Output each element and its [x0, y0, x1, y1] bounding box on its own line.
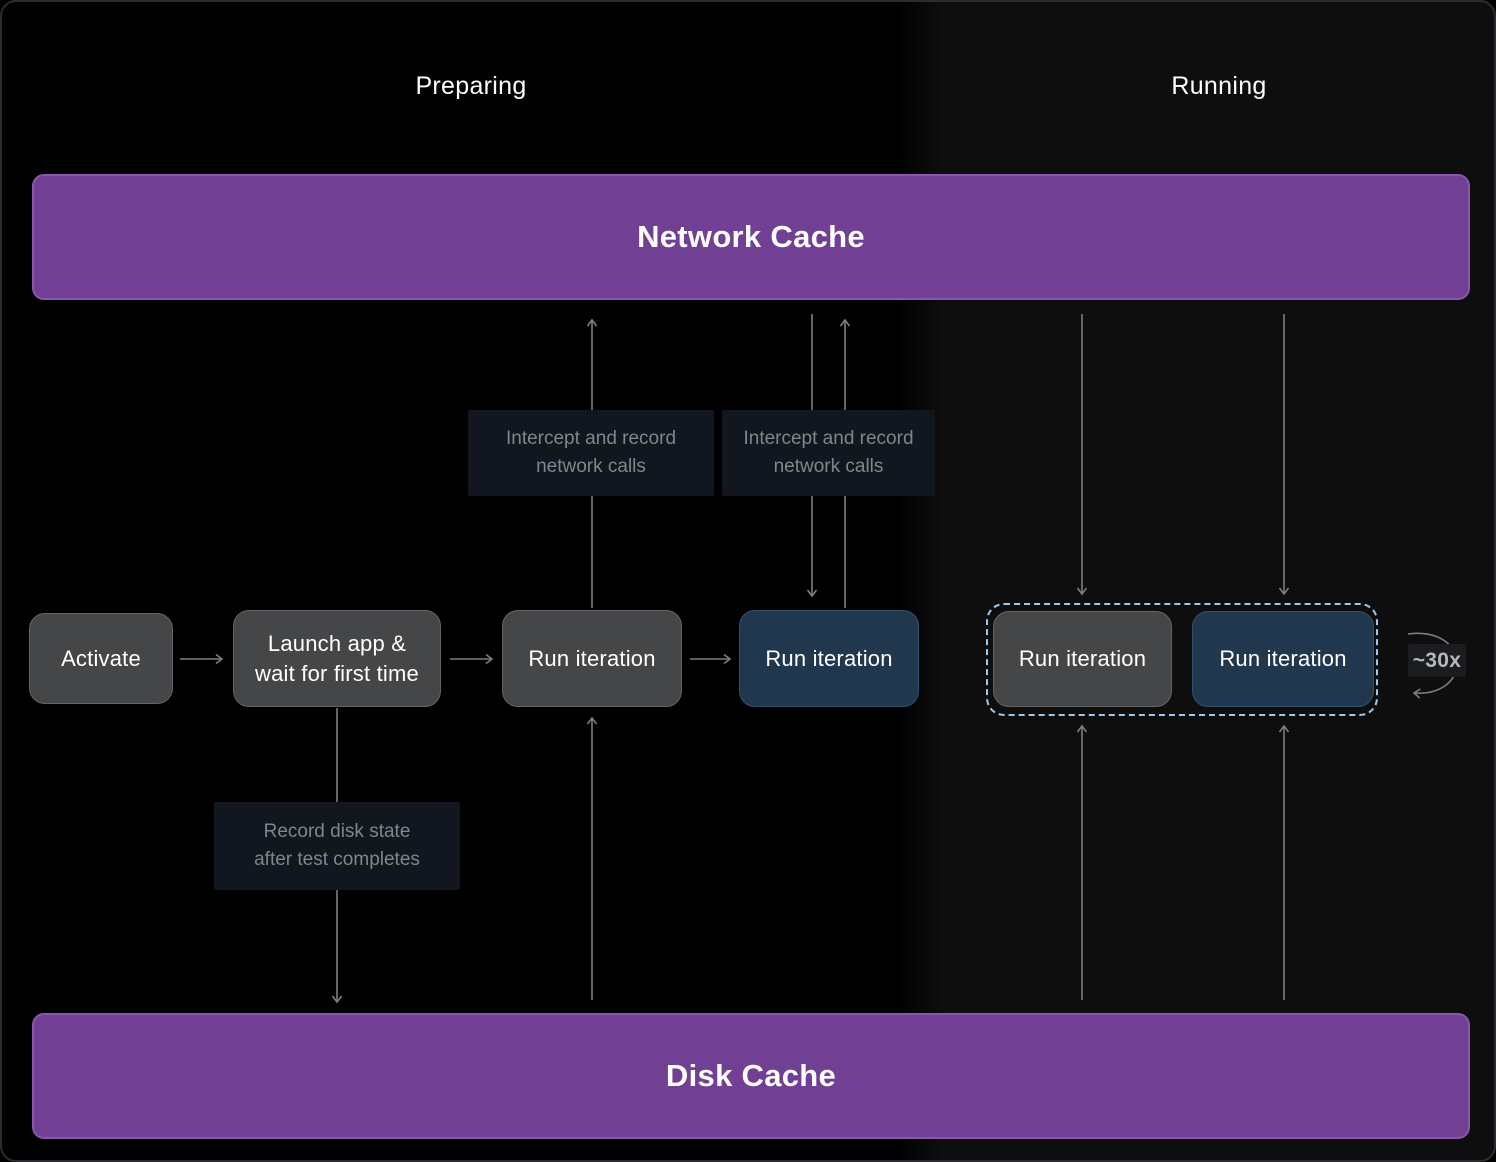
node-launch-app-label: Launch app & wait for first time: [255, 630, 419, 686]
annotation-text: Record disk state after test completes: [254, 820, 420, 871]
node-run-iteration-replay: Run iteration: [739, 610, 919, 707]
annotation-text: Intercept and record network calls: [743, 427, 914, 478]
repeat-count-badge: ~30x: [1408, 644, 1466, 677]
node-run-iteration-label: Run iteration: [1219, 646, 1347, 672]
annotation-record-disk-state: Record disk state after test completes: [214, 802, 460, 890]
node-run-iteration-label: Run iteration: [765, 645, 893, 671]
annotation-intercept-network-1: Intercept and record network calls: [468, 410, 714, 496]
node-activate-label: Activate: [61, 645, 141, 671]
network-cache-label: Network Cache: [637, 219, 865, 254]
section-label-preparing: Preparing: [415, 72, 527, 100]
disk-cache-bar: Disk Cache: [32, 1013, 1470, 1139]
repeat-count-label: ~30x: [1412, 648, 1462, 672]
network-cache-bar: Network Cache: [32, 174, 1470, 300]
node-run-iteration-loop-gray: Run iteration: [993, 611, 1172, 707]
node-run-iteration-loop-blue: Run iteration: [1192, 611, 1374, 707]
annotation-intercept-network-2: Intercept and record network calls: [722, 410, 935, 496]
node-activate: Activate: [29, 613, 173, 704]
node-run-iteration-record: Run iteration: [502, 610, 682, 707]
node-launch-app: Launch app & wait for first time: [233, 610, 441, 707]
node-run-iteration-label: Run iteration: [528, 645, 656, 671]
disk-cache-label: Disk Cache: [665, 1058, 837, 1093]
repeat-loop-group: [986, 603, 1378, 716]
section-label-running: Running: [1171, 72, 1267, 100]
node-run-iteration-label: Run iteration: [1018, 646, 1147, 672]
annotation-text: Intercept and record network calls: [505, 427, 677, 478]
